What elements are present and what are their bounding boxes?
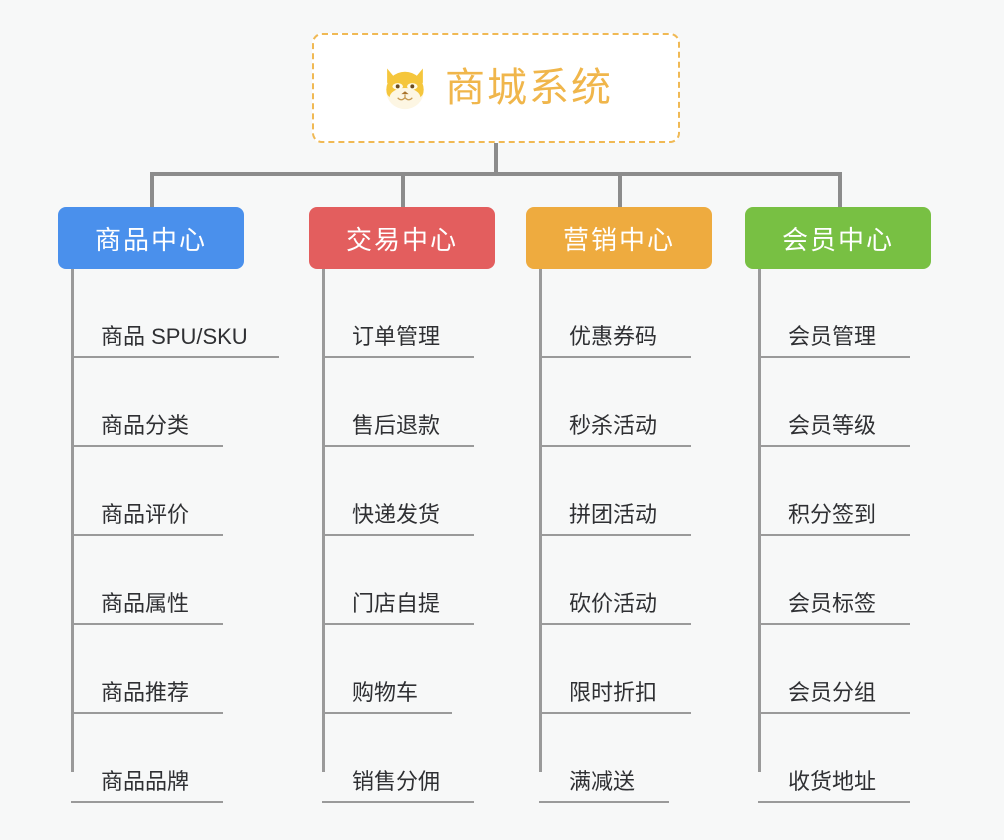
sub-item-underline [71,534,223,536]
list-item[interactable]: 优惠券码 [539,269,712,358]
sub-item-underline [758,445,910,447]
sub-item-label: 门店自提 [352,591,441,616]
tree-rail [322,269,325,772]
sub-item-underline [71,712,223,714]
sub-item-label: 商品 SPU/SKU [101,324,248,349]
root-title: 商城系统 [445,66,613,110]
sub-item-label: 销售分佣 [352,769,441,794]
list-item[interactable]: 限时折扣 [539,625,712,714]
sub-item-label: 商品评价 [101,502,190,527]
list-item[interactable]: 购物车 [322,625,495,714]
sub-item-label: 砍价活动 [569,591,658,616]
connector-drop-4 [838,172,842,209]
sub-item-label: 收货地址 [788,769,877,794]
sub-item-label: 购物车 [352,680,419,705]
sub-item-label: 积分签到 [788,502,877,527]
sub-item-underline [539,445,691,447]
list-item[interactable]: 售后退款 [322,358,495,447]
category-box[interactable]: 交易中心 [309,207,495,269]
sub-item-label: 商品品牌 [101,769,190,794]
sub-item-list: 商品 SPU/SKU 商品分类商品评价商品属性商品推荐商品品牌 [71,269,279,803]
list-item[interactable]: 商品评价 [71,447,244,536]
list-item[interactable]: 商品分类 [71,358,244,447]
list-item[interactable]: 会员标签 [758,536,931,625]
list-item[interactable]: 收货地址 [758,714,931,803]
sub-item-underline [322,712,452,714]
sub-item-label: 快递发货 [352,502,441,527]
connector-drop-3 [618,172,622,209]
sub-item-label: 会员等级 [788,413,877,438]
connector-bus [150,172,842,176]
sub-item-label: 会员管理 [788,324,877,349]
sub-item-underline [539,534,691,536]
sub-item-underline [322,623,474,625]
sub-item-underline [758,534,910,536]
list-item[interactable]: 商品 SPU/SKU [71,269,279,358]
list-item[interactable]: 商品属性 [71,536,244,625]
sub-item-list: 会员管理会员等级积分签到会员标签会员分组收货地址 [758,269,931,803]
sub-item-underline [758,712,910,714]
branch-column-3: 营销中心优惠券码秒杀活动拼团活动砍价活动限时折扣满减送 [526,207,712,803]
list-item[interactable]: 商品推荐 [71,625,244,714]
sub-item-label: 订单管理 [352,324,441,349]
list-item[interactable]: 满减送 [539,714,712,803]
list-item[interactable]: 会员分组 [758,625,931,714]
sub-item-label: 商品属性 [101,591,190,616]
sub-item-label: 优惠券码 [569,324,658,349]
sub-item-underline [71,356,279,358]
sub-item-list: 优惠券码秒杀活动拼团活动砍价活动限时折扣满减送 [539,269,712,803]
list-item[interactable]: 销售分佣 [322,714,495,803]
branch-column-1: 商品中心商品 SPU/SKU 商品分类商品评价商品属性商品推荐商品品牌 [58,207,279,803]
sub-item-underline [539,356,691,358]
connector-stem [494,143,498,176]
list-item[interactable]: 门店自提 [322,536,495,625]
branch-column-4: 会员中心会员管理会员等级积分签到会员标签会员分组收货地址 [745,207,931,803]
tree-rail [758,269,761,772]
list-item[interactable]: 积分签到 [758,447,931,536]
list-item[interactable]: 拼团活动 [539,447,712,536]
sub-item-underline [322,445,474,447]
sub-item-underline [758,623,910,625]
connector-drop-1 [150,172,154,209]
list-item[interactable]: 会员等级 [758,358,931,447]
sub-item-label: 商品分类 [101,413,190,438]
sub-item-underline [322,356,474,358]
sub-item-underline [539,712,691,714]
sub-item-underline [758,801,910,803]
sub-item-underline [71,623,223,625]
sub-item-label: 秒杀活动 [569,413,658,438]
category-box[interactable]: 会员中心 [745,207,931,269]
list-item[interactable]: 订单管理 [322,269,495,358]
branch-column-2: 交易中心订单管理售后退款快递发货门店自提购物车销售分佣 [309,207,495,803]
category-box[interactable]: 营销中心 [526,207,712,269]
list-item[interactable]: 秒杀活动 [539,358,712,447]
category-box[interactable]: 商品中心 [58,207,244,269]
connector-drop-2 [401,172,405,209]
sub-item-label: 拼团活动 [569,502,658,527]
list-item[interactable]: 会员管理 [758,269,931,358]
sub-item-underline [539,623,691,625]
sub-item-underline [71,445,223,447]
sub-item-label: 会员分组 [788,680,877,705]
root-node[interactable]: 商城系统 [312,33,680,143]
sub-item-underline [758,356,910,358]
sub-item-label: 商品推荐 [101,680,190,705]
sub-item-list: 订单管理售后退款快递发货门店自提购物车销售分佣 [322,269,495,803]
tree-rail [539,269,542,772]
sub-item-underline [539,801,669,803]
list-item[interactable]: 砍价活动 [539,536,712,625]
sub-item-label: 会员标签 [788,591,877,616]
sub-item-underline [322,801,474,803]
list-item[interactable]: 商品品牌 [71,714,244,803]
shiba-dog-icon [379,62,431,114]
sub-item-underline [322,534,474,536]
tree-rail [71,269,74,772]
sub-item-label: 售后退款 [352,413,441,438]
sub-item-label: 满减送 [569,769,636,794]
sub-item-label: 限时折扣 [569,680,658,705]
sub-item-underline [71,801,223,803]
list-item[interactable]: 快递发货 [322,447,495,536]
